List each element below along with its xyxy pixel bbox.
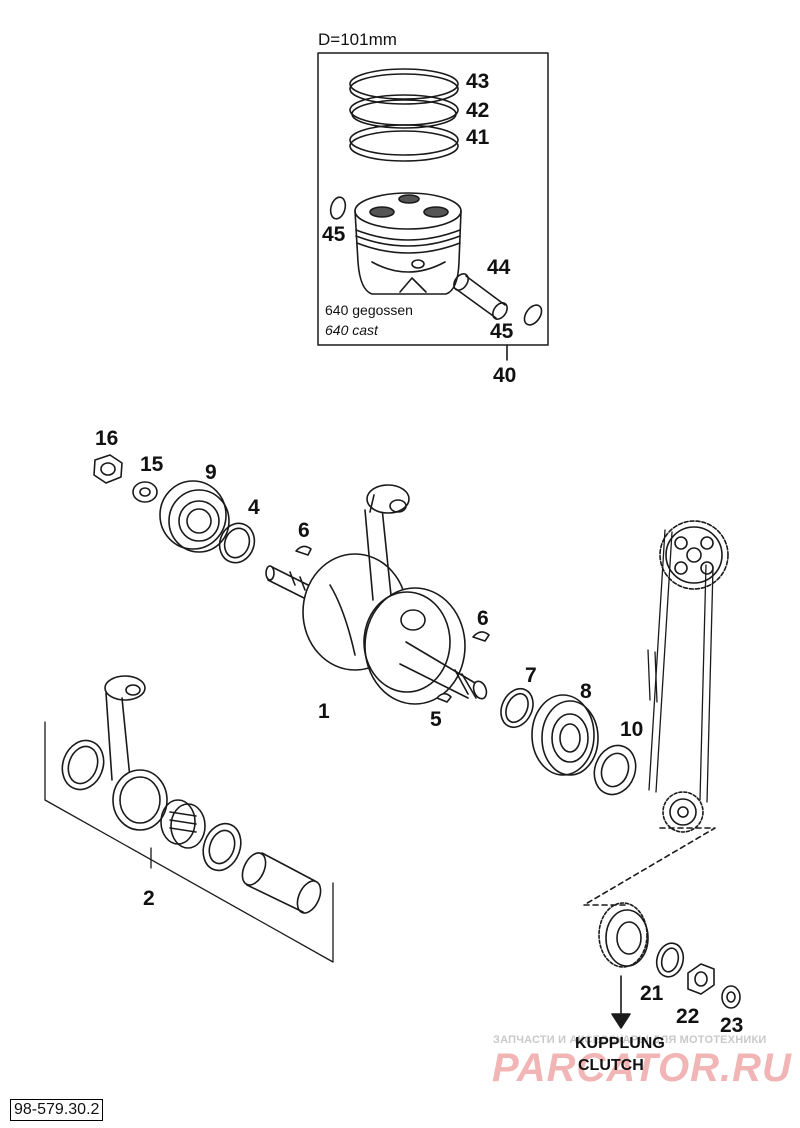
circlip-45-left [329, 196, 347, 220]
clutch-label-de: KUPPLUNG [575, 1035, 665, 1052]
woodruff-key-5 [436, 692, 452, 703]
crankshaft [265, 484, 488, 705]
bearing-8 [531, 694, 599, 776]
woodruff-key-6-lower [472, 631, 490, 642]
part-number-4: 4 [248, 496, 260, 519]
part-number-2: 2 [143, 887, 155, 910]
circlip-45-right [523, 304, 543, 326]
primary-gear [598, 902, 649, 1029]
diameter-label: D=101mm [318, 30, 397, 49]
washer-15 [132, 481, 158, 503]
washer-23 [721, 985, 741, 1009]
shim-7 [500, 687, 534, 729]
part-number-45-right: 45 [490, 320, 514, 343]
part-number-41: 41 [466, 126, 490, 149]
part-number-1: 1 [318, 700, 330, 723]
piston [354, 192, 462, 295]
seal-10 [593, 744, 637, 796]
thrust-washer-left [61, 739, 105, 791]
nut-22 [687, 963, 715, 995]
woodruff-key-6-upper [295, 545, 312, 556]
part-number-6-upper: 6 [298, 519, 310, 542]
thrust-washer-right [202, 822, 242, 872]
piston-pin [453, 273, 508, 320]
needle-bearing [160, 799, 206, 849]
part-number-23: 23 [720, 1014, 744, 1037]
part-number-10: 10 [620, 718, 644, 741]
document-id: 98-579.30.2 [10, 1099, 104, 1121]
part-number-44: 44 [487, 256, 511, 279]
piston-note-en: 640 cast [325, 322, 378, 338]
crank-pin [241, 852, 322, 914]
part-number-42: 42 [466, 99, 490, 122]
piston-rings [349, 68, 459, 162]
part-number-15: 15 [140, 453, 164, 476]
watermark-logo: PARCATOR.RU [492, 1046, 792, 1090]
connecting-rod [104, 675, 168, 831]
bearing-9 [159, 480, 230, 553]
part-number-43: 43 [466, 70, 490, 93]
part-number-8: 8 [580, 680, 592, 703]
part-number-16: 16 [95, 427, 119, 450]
part-number-6-lower: 6 [477, 607, 489, 630]
timing-chain [647, 529, 714, 803]
nut-16 [93, 454, 123, 484]
clutch-label-en: CLUTCH [578, 1057, 644, 1074]
piston-box [317, 52, 549, 361]
part-number-45-left: 45 [322, 223, 346, 246]
part-number-22: 22 [676, 1005, 700, 1028]
dashed-guide-lines [583, 827, 716, 906]
part-number-5: 5 [430, 708, 442, 731]
washer-21 [655, 942, 685, 978]
piston-note-de: 640 gegossen [325, 302, 413, 318]
watermark-tagline: ЗАПЧАСТИ И АКСЕССУАРЫ ДЛЯ МОТОТЕХНИКИ [493, 1034, 767, 1046]
crank-sprocket [662, 791, 704, 833]
part-number-7: 7 [525, 664, 537, 687]
conrod-kit-frame [44, 721, 334, 963]
shim-4 [218, 522, 256, 564]
camshaft-sprocket [659, 520, 729, 590]
part-number-9: 9 [205, 461, 217, 484]
part-number-21: 21 [640, 982, 664, 1005]
part-number-40: 40 [493, 364, 517, 387]
